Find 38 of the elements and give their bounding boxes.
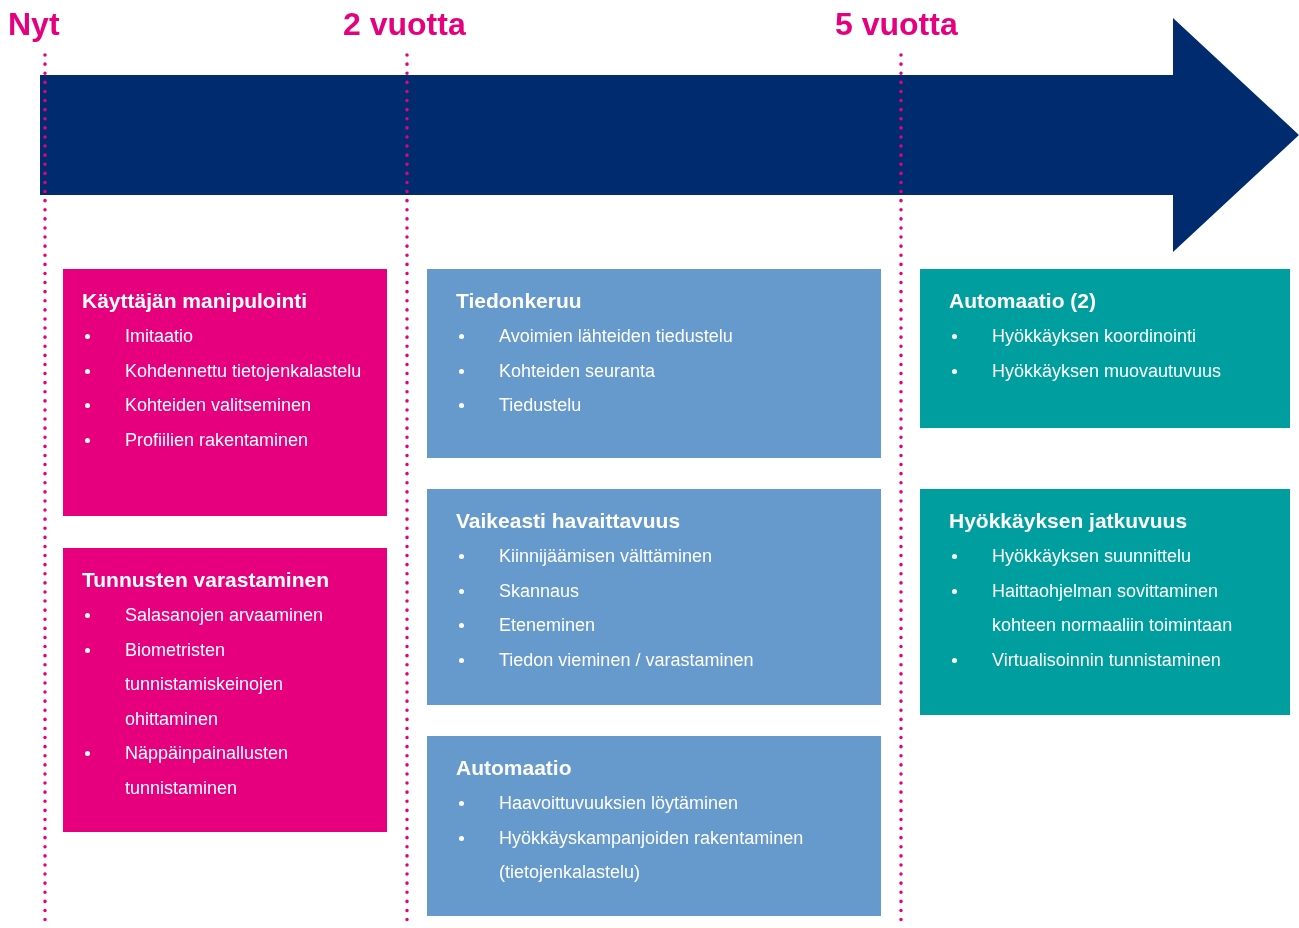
card-heading: Vaikeasti havaittavuus [456,509,682,533]
card-heading: Hyökkäyksen jatkuvuus [949,509,1189,533]
bullet-item: Haavoittuvuuksien löytäminen [499,792,740,815]
category-card [920,269,1290,428]
bullet-item: Näppäinpainallusten tunnistaminen [125,742,290,800]
bullet-item: Kiinnijäämisen välttäminen [499,545,714,568]
bullet-item: Avoimien lähteiden tiedustelu [499,325,734,348]
bullet-item: Virtualisoinnin tunnistaminen [992,648,1222,672]
card-heading: Automaatio (2) [949,289,1097,313]
card-heading: Käyttäjän manipulointi [82,289,309,313]
bullet-item: Tiedustelu [499,394,583,417]
bullet-item: Hyökkäyksen muovautuvuus [992,359,1223,383]
bullet-item: Hyökkäyskampanjoiden rakentaminen (tietojenkalastelu) [499,826,805,884]
bullet-item: Skannaus [499,579,581,603]
card-heading: Tiedonkeruu [456,289,583,313]
bullet-item: Kohteiden valitseminen [125,394,313,417]
card-heading: Automaatio [456,756,573,780]
category-card [920,489,1290,715]
category-card [427,736,881,916]
bullet-item: Haittaohjelman sovittaminen kohteen normaaliin toimintaan [992,579,1234,637]
bullet-item: Tiedon vieminen / varastaminen [499,648,755,672]
bullet-item: Kohteiden seuranta [499,359,657,383]
timeline-label: 5 vuotta [835,6,958,43]
bullet-item: Hyökkäyksen suunnittelu [992,545,1193,568]
bullet-item: Profiilien rakentaminen [125,428,310,452]
category-card [427,269,881,458]
timeline-label: Nyt [8,6,60,43]
category-card [427,489,881,705]
timeline-label: 2 vuotta [343,6,466,43]
category-card [63,548,387,832]
card-heading: Tunnusten varastaminen [82,568,330,592]
bullet-item: Eteneminen [499,614,597,637]
bullet-item: Biometristen tunnistamiskeinojen ohittaminen [125,638,285,731]
bullet-item: Imitaatio [125,325,195,348]
bullet-item: Salasanojen arvaaminen [125,604,325,627]
bullet-item: Kohdennettu tietojenkalastelu [125,359,363,383]
category-card [63,269,387,516]
bullet-item: Hyökkäyksen koordinointi [992,325,1198,348]
